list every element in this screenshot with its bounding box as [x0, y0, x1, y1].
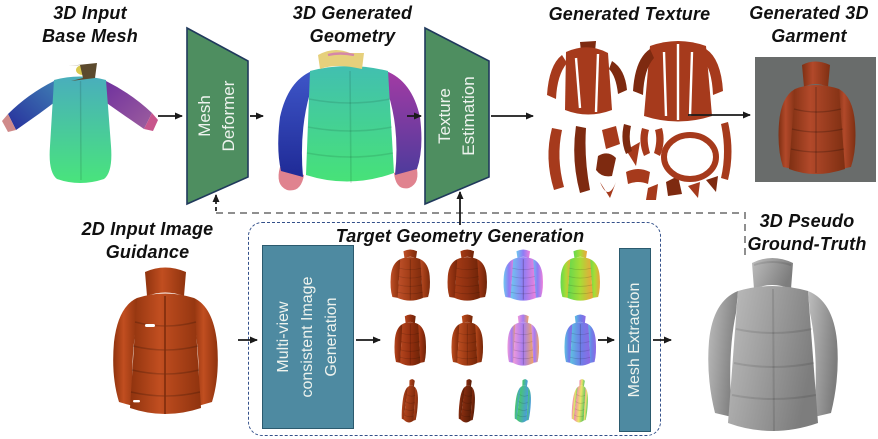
quilt-lines	[731, 261, 817, 432]
pseudo-gt-image	[666, 251, 878, 439]
caption-line: 3D Input	[53, 3, 127, 23]
collar	[68, 63, 97, 81]
garment-jacket	[778, 61, 856, 174]
collar-accent	[327, 52, 355, 57]
torso	[306, 66, 394, 182]
caption-line: 3D Pseudo	[759, 211, 855, 231]
texture-estimation-label: Texture Estimation	[427, 36, 487, 196]
right-sleeve	[101, 81, 152, 129]
torso	[49, 76, 112, 183]
left-cuff	[278, 167, 304, 191]
brand-logo	[145, 324, 155, 327]
caption-generated-geometry: 3D Generated Geometry	[250, 2, 455, 48]
hem-logo	[133, 400, 140, 403]
multiview-image-front	[384, 247, 437, 306]
caption-line: Guidance	[105, 242, 190, 262]
generated-geometry-image	[266, 45, 442, 198]
seam-gaps	[574, 44, 694, 120]
texture-ring-piece	[661, 132, 719, 182]
mesh-extraction-label: Mesh Extraction	[623, 250, 647, 430]
quilt-lines	[306, 70, 394, 184]
generated-garment-image	[755, 57, 876, 182]
mesh-extraction-block	[619, 248, 651, 432]
label-line: Mesh	[195, 95, 214, 137]
base-mesh-image	[0, 54, 165, 190]
caption-base-mesh: 3D Input Base Mesh	[8, 2, 172, 48]
caption-line: Garment	[771, 26, 847, 46]
label-line: consistent Image	[299, 276, 316, 398]
label-line: Texture	[435, 88, 454, 144]
left-cuff	[2, 114, 16, 132]
multiview-image-back	[441, 247, 494, 306]
pseudo-gt-jacket	[708, 258, 838, 431]
label-line: Deformer	[219, 80, 238, 152]
right-cuff	[144, 113, 158, 131]
multiview-image-threequarter	[384, 310, 437, 373]
caption-line: Base Mesh	[42, 26, 138, 46]
multiview-image-threequarter	[441, 310, 494, 373]
mesh-deformer-label: Mesh Deformer	[187, 36, 247, 196]
caption-input-image: 2D Input Image Guidance	[50, 218, 245, 264]
caption-line: Geometry	[309, 26, 396, 46]
quilt-lines	[790, 87, 845, 173]
caption-line: Ground-Truth	[747, 234, 867, 254]
label-line: Mesh Extraction	[626, 282, 643, 398]
label-line: Generation	[323, 297, 340, 377]
label-line: Estimation	[459, 76, 478, 156]
multiview-image-threequarter	[497, 310, 550, 373]
multiview-image-side	[384, 377, 437, 427]
caption-line: 3D Generated	[292, 3, 413, 23]
seam-line	[79, 80, 82, 181]
input-image	[93, 262, 239, 432]
caption-pseudo-gt: 3D Pseudo Ground-Truth	[736, 210, 878, 256]
caption-generated-texture: Generated Texture	[512, 3, 747, 26]
multiview-image-back	[554, 247, 607, 306]
left-sleeve	[8, 81, 59, 130]
multiview-image-front	[497, 247, 550, 306]
multiview-image-side	[554, 377, 607, 427]
multiview-image-threequarter	[554, 310, 607, 373]
right-sleeve	[386, 71, 422, 175]
multiview-grid	[384, 247, 606, 431]
caption-generated-garment: Generated 3D Garment	[740, 2, 878, 48]
caption-line: Generated Texture	[548, 4, 711, 24]
left-sleeve	[278, 71, 312, 177]
multiview-generation-label: Multi-view consistent Image Generation	[269, 242, 347, 432]
caption-line: Generated 3D	[749, 3, 869, 23]
multiview-image-side	[497, 377, 550, 427]
right-cuff	[394, 165, 418, 189]
caption-line: 2D Input Image	[81, 219, 214, 239]
label-line: Multi-view	[275, 301, 292, 373]
multiview-image-side	[441, 377, 494, 427]
generated-texture-image	[538, 32, 744, 206]
